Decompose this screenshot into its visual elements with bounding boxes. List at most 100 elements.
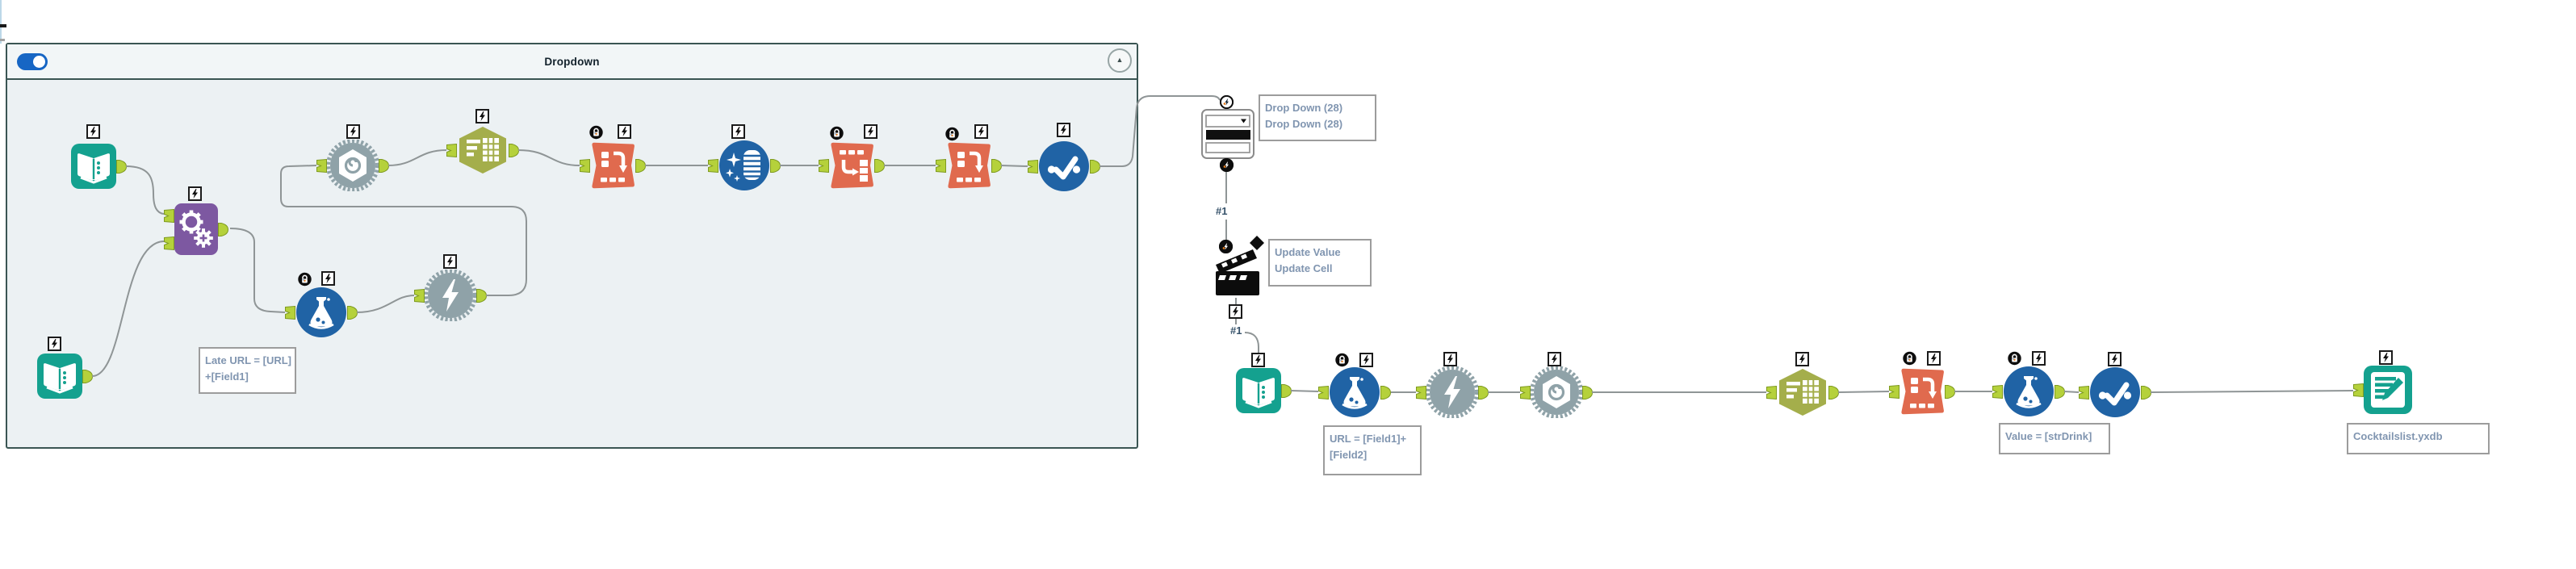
tool-macro-purple-gears-input-anchor-1[interactable] — [164, 208, 174, 223]
wire-transpose2-unique1[interactable] — [1000, 165, 1028, 167]
tool-action[interactable] — [1211, 232, 1269, 300]
wire-formula1-macrobolt1[interactable] — [356, 295, 415, 313]
annotation-line: Drop Down (28) — [1265, 118, 1343, 130]
lock-badge — [1335, 353, 1349, 367]
lightning-badge — [1443, 352, 1457, 366]
canvas-edge-line — [0, 0, 2, 44]
wire-summarize1-transpose1[interactable] — [517, 149, 580, 166]
container-title: Dropdown — [544, 55, 600, 68]
annotation-line: +[Field1] — [205, 370, 249, 383]
tool-macro-spiral-1[interactable] — [327, 140, 379, 191]
tool-macro-spiral-2-input-anchor[interactable] — [1520, 385, 1531, 400]
tool-formula-1[interactable] — [295, 287, 347, 338]
lightning-badge — [2108, 352, 2122, 366]
annotation-line: Drop Down (28) — [1265, 102, 1343, 114]
tool-formula-2[interactable] — [1329, 366, 1380, 418]
annotation-line: URL = [Field1]+ — [1330, 433, 1407, 445]
tool-unique-2[interactable] — [2089, 366, 2141, 418]
action-input-anchor[interactable] — [1218, 239, 1233, 253]
lightning-badge — [188, 186, 202, 201]
tool-macro-bolt-2-input-anchor[interactable] — [1416, 385, 1426, 400]
wire-summarize2-transpose3[interactable] — [1837, 391, 1890, 393]
drop-down-bottom-anchor[interactable] — [1219, 157, 1234, 172]
canvas-edge-dash-gray — [0, 39, 5, 41]
annotation-line: [Field2] — [1330, 449, 1368, 461]
tool-macro-spiral-2[interactable] — [1531, 366, 1582, 418]
tool-formula-3-input-anchor[interactable] — [1992, 384, 2003, 399]
tool-macro-bolt-1-input-anchor[interactable] — [414, 288, 425, 303]
tool-transpose-2[interactable] — [946, 141, 991, 190]
tool-unique-1[interactable] — [1038, 140, 1090, 192]
tool-output-data-input-anchor[interactable] — [2353, 383, 2364, 397]
tool-data-cleansing[interactable] — [718, 140, 770, 191]
annotation-value-strdrink[interactable]: Value = [strDrink] — [1999, 423, 2110, 454]
tool-formula-1-input-anchor[interactable] — [285, 305, 295, 320]
tool-macro-purple-gears[interactable] — [174, 203, 218, 255]
lightning-badge — [1795, 352, 1809, 366]
tool-summarize-1-input-anchor[interactable] — [446, 143, 457, 157]
wire-formula3-unique2[interactable] — [2063, 391, 2080, 393]
wire-unique2-output[interactable] — [2150, 390, 2354, 393]
lightning-badge — [2032, 351, 2046, 366]
tool-transpose-1[interactable] — [590, 141, 635, 190]
wire-macrobolt1-macrospiral1[interactable] — [280, 165, 527, 296]
drop-down-top-anchor[interactable] — [1219, 94, 1234, 109]
tool-summarize-2-input-anchor[interactable] — [1766, 385, 1777, 400]
annotation-drop-down[interactable]: Drop Down (28) Drop Down (28) — [1259, 94, 1376, 141]
chevron-up-icon: ▲ — [1116, 55, 1124, 64]
annotation-output-file[interactable]: Cocktailslist.yxdb — [2347, 423, 2490, 454]
tool-transpose-3-input-anchor[interactable] — [1889, 384, 1900, 399]
wire-action-textinput3[interactable] — [1244, 332, 1259, 354]
tool-text-input-2[interactable] — [37, 354, 82, 399]
lock-badge — [2008, 351, 2021, 366]
tool-data-cleansing-input-anchor[interactable] — [708, 158, 718, 173]
tool-crosstab[interactable] — [829, 141, 874, 190]
wire-macrospiral1-summarize1[interactable] — [387, 149, 447, 166]
lightning-badge — [48, 337, 61, 351]
tool-macro-spiral-1-input-anchor[interactable] — [316, 158, 327, 173]
lightning-badge — [1548, 352, 1561, 366]
tool-unique-1-input-anchor[interactable] — [1028, 159, 1038, 174]
tool-macro-bolt-1[interactable] — [425, 270, 476, 321]
tool-transpose-1-input-anchor[interactable] — [580, 158, 590, 173]
connector-label-2: #1 — [1230, 324, 1242, 337]
lock-badge — [298, 272, 312, 287]
tool-summarize-2[interactable] — [1777, 368, 1828, 416]
tool-transpose-2-input-anchor[interactable] — [936, 158, 946, 173]
annotation-line: Cocktailslist.yxdb — [2353, 430, 2443, 442]
tool-unique-2-input-anchor[interactable] — [2079, 385, 2089, 400]
tool-text-input-1[interactable] — [71, 144, 116, 189]
lightning-badge — [1229, 304, 1242, 319]
container-enable-toggle[interactable] — [17, 53, 48, 70]
annotation-url-field[interactable]: URL = [Field1]+ [Field2] — [1323, 425, 1422, 475]
tool-formula-2-input-anchor[interactable] — [1318, 385, 1329, 400]
tool-macro-purple-gears-output-anchor[interactable] — [218, 222, 228, 236]
lightning-badge — [618, 124, 631, 139]
tool-drop-down[interactable] — [1201, 109, 1254, 159]
lightning-badge — [1057, 123, 1070, 137]
tool-summarize-1[interactable] — [457, 126, 509, 174]
tool-crosstab-input-anchor[interactable] — [819, 158, 829, 173]
lightning-badge — [731, 124, 745, 139]
wire-unique1-dropdown[interactable] — [1100, 95, 1221, 167]
tool-formula-3[interactable] — [2003, 366, 2055, 417]
wire-purple-formula1[interactable] — [229, 228, 286, 313]
container-collapse-button[interactable]: ▲ — [1108, 48, 1132, 73]
tool-text-input-3[interactable] — [1236, 368, 1281, 413]
canvas-edge-dash-dark — [0, 24, 6, 27]
tool-formula-2-output-anchor[interactable] — [1380, 385, 1391, 400]
wire-textinput2-purple[interactable] — [91, 241, 165, 377]
tool-output-data[interactable] — [2364, 366, 2412, 414]
wire-textinput1-purple[interactable] — [125, 165, 165, 215]
annotation-late-url[interactable]: Late URL = [URL]+[Field1] — [199, 347, 296, 394]
tool-macro-purple-gears-input-anchor-2[interactable] — [164, 236, 174, 250]
tool-transpose-3[interactable] — [1900, 367, 1945, 416]
lightning-badge — [443, 254, 457, 269]
annotation-line: Value = [strDrink] — [2005, 430, 2092, 442]
lock-badge — [1903, 351, 1916, 366]
tool-macro-bolt-2[interactable] — [1426, 366, 1478, 418]
lock-badge — [589, 125, 603, 140]
